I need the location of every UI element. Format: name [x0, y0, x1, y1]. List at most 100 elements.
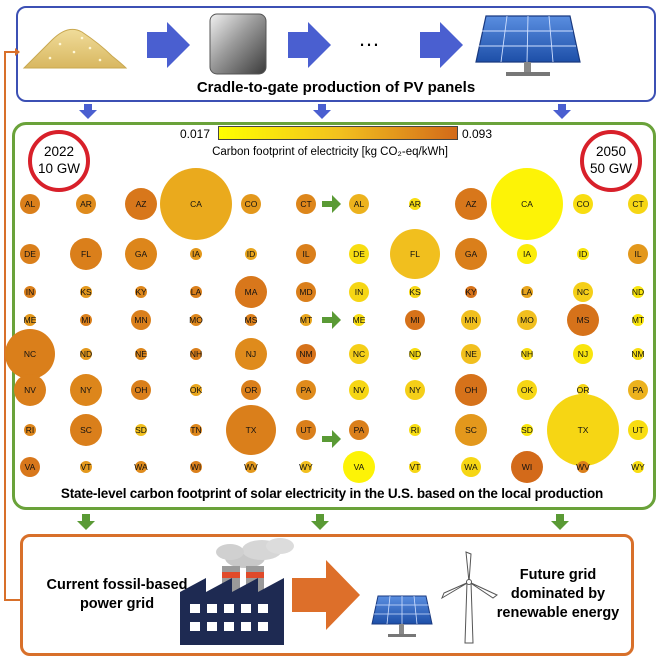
state-label-2050-NJ: NJ	[578, 349, 588, 359]
state-bubble-2050-OH	[455, 374, 487, 406]
state-bubble-2050-CA	[491, 168, 563, 240]
state-label-2022-OH: OH	[135, 385, 148, 395]
state-label-2050-RI: RI	[411, 425, 420, 435]
state-label-2050-AZ: AZ	[466, 199, 477, 209]
state-label-2022-OK: OK	[190, 385, 203, 395]
state-label-2050-ID: ID	[579, 249, 588, 259]
colorbar-max-label: 0.093	[462, 127, 493, 141]
scenario-year-2050: 2050	[595, 144, 627, 159]
state-bubble-2050-NY	[405, 380, 425, 400]
state-label-2050-VA: VA	[354, 462, 365, 472]
state-bubble-2050-SD	[521, 424, 533, 436]
state-label-2022-OR: OR	[245, 385, 258, 395]
state-bubble-2022-LA	[190, 286, 202, 298]
state-label-2050-PA: PA	[354, 425, 365, 435]
state-label-2022-SD: SD	[135, 425, 147, 435]
state-label-2022-PA: PA	[301, 385, 312, 395]
state-label-2050-OK: OK	[521, 385, 534, 395]
state-bubble-2050-NM	[632, 348, 644, 360]
state-bubble-2050-IN	[349, 282, 369, 302]
state-label-2050-MS: MS	[577, 315, 590, 325]
scenario-capacity-2050: 50 GW	[589, 161, 632, 176]
state-label-2050-KY: KY	[465, 287, 477, 297]
down-arrow-icon	[551, 514, 569, 530]
state-bubble-2022-TN	[190, 424, 202, 436]
state-label-2050-AL: AL	[354, 199, 365, 209]
state-bubble-2022-SC	[70, 414, 102, 446]
state-bubble-2022-MT	[300, 314, 312, 326]
pv-production-caption: Cradle-to-gate production of PV panels	[196, 79, 476, 96]
state-label-2022-ID: ID	[247, 249, 256, 259]
state-bubble-2050-MT	[632, 314, 644, 326]
down-arrow-icon	[553, 104, 571, 119]
state-label-2050-UT: UT	[632, 425, 643, 435]
state-label-2050-TX: TX	[578, 425, 589, 435]
state-label-2022-IA: IA	[192, 249, 200, 259]
solar-panel-icon	[475, 15, 581, 76]
state-label-2050-IL: IL	[634, 249, 641, 259]
colorbar-title: Carbon footprint of electricity [kg CO₂-…	[212, 146, 448, 158]
state-bubble-2050-NH	[521, 348, 533, 360]
state-bubble-2022-ID	[245, 248, 257, 260]
future-grid-label: Future grid dominated by renewable energ…	[496, 567, 620, 621]
state-label-2050-NY: NY	[409, 385, 421, 395]
state-label-2022-MT: MT	[300, 315, 312, 325]
state-label-2050-AR: AR	[409, 199, 421, 209]
state-bubble-2022-FL	[70, 238, 102, 270]
state-bubble-2050-DE	[349, 244, 369, 264]
grid-transition-frame	[20, 534, 634, 656]
state-bubble-2022-NC	[5, 329, 55, 379]
state-bubble-2050-CT	[628, 194, 648, 214]
state-bubble-2022-MA	[235, 276, 267, 308]
sand-pile-icon	[22, 28, 128, 69]
state-bubble-2050-AL	[349, 194, 369, 214]
state-label-2050-OR: OR	[577, 385, 590, 395]
state-bubble-2050-KY	[465, 286, 477, 298]
state-bubble-2022-OH	[131, 380, 151, 400]
state-bubble-2022-NM	[296, 344, 316, 364]
power-plant-icon	[180, 538, 294, 645]
state-label-2022-NH: NH	[190, 349, 202, 359]
state-bubble-2050-NE	[461, 344, 481, 364]
state-label-2050-FL: FL	[410, 249, 420, 259]
state-bubble-2022-NV	[14, 374, 46, 406]
state-label-2022-NC: NC	[24, 349, 36, 359]
state-label-2022-TX: TX	[246, 425, 257, 435]
state-label-2050-NC: NC	[353, 349, 365, 359]
state-bubble-2022-AL	[20, 194, 40, 214]
state-label-2022-NJ: NJ	[246, 349, 256, 359]
state-label-2022-AR: AR	[80, 199, 92, 209]
state-label-2050-NH: NH	[521, 349, 533, 359]
state-label-2022-CA: CA	[190, 199, 202, 209]
state-label-2050-VT: VT	[410, 462, 421, 472]
state-bubble-2050-ME	[353, 314, 365, 326]
state-label-2022-AZ: AZ	[136, 199, 147, 209]
state-label-2050-CA: CA	[521, 199, 533, 209]
state-label-2050-IN: IN	[355, 287, 364, 297]
state-label-2022-GA: GA	[135, 249, 148, 259]
state-bubble-2050-NC	[573, 282, 593, 302]
state-bubble-2022-CO	[241, 194, 261, 214]
down-arrow-icon	[79, 104, 97, 119]
state-label-2050-WV: WV	[576, 462, 590, 472]
state-bubble-2022-VA	[20, 457, 40, 477]
state-bubble-2050-MO	[517, 310, 537, 330]
state-label-2022-CO: CO	[245, 199, 258, 209]
state-label-2022-MD: MD	[299, 287, 312, 297]
state-label-2022-MN: MN	[134, 315, 147, 325]
state-label-2022-MS: MS	[245, 315, 258, 325]
state-bubble-2022-RI	[24, 424, 36, 436]
panel-connector-arrow-icon	[322, 195, 341, 448]
state-bubble-2022-NH	[190, 348, 202, 360]
down-arrow-icon	[77, 514, 95, 530]
state-label-2022-LA: LA	[191, 287, 202, 297]
state-bubble-2022-KY	[135, 286, 147, 298]
state-label-2050-ND: ND	[409, 349, 421, 359]
state-bubble-2022-MI	[80, 314, 92, 326]
state-label-2050-WI: WI	[522, 462, 532, 472]
state-label-2022-UT: UT	[300, 425, 311, 435]
state-bubble-2022-WI	[190, 461, 202, 473]
state-bubble-2022-AZ	[125, 188, 157, 220]
